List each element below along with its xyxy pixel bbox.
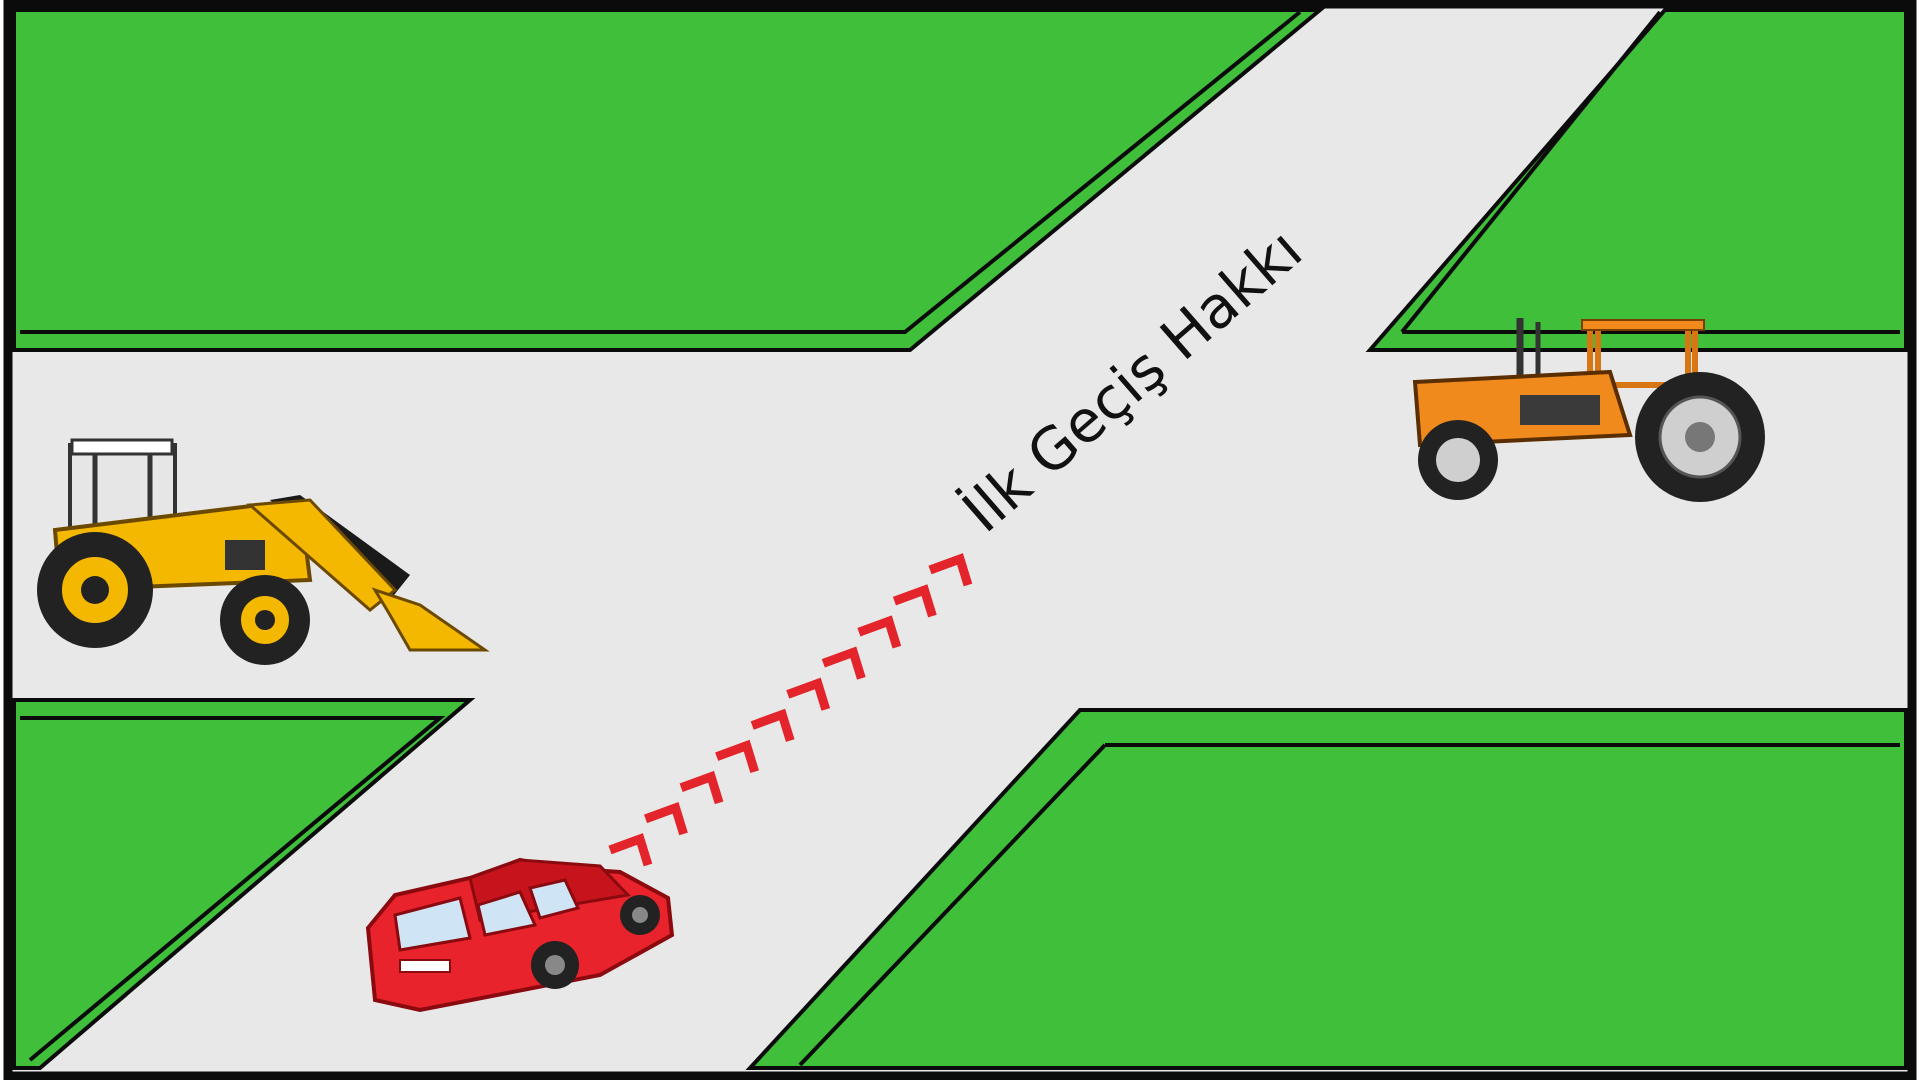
intersection-diagram: İlk Geçiş Hakkı — [0, 0, 1920, 1080]
